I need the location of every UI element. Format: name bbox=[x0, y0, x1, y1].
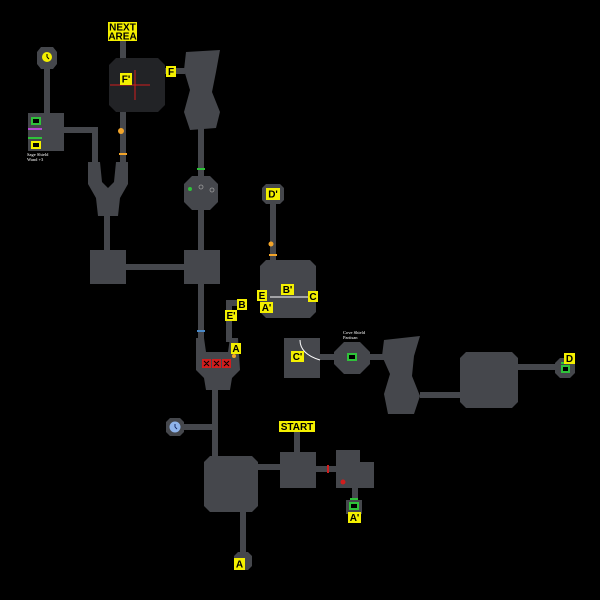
note-sage-shield: Sage Shield bbox=[27, 152, 49, 157]
door-icon bbox=[232, 354, 236, 358]
door-icon bbox=[268, 241, 274, 247]
room-start bbox=[280, 452, 316, 488]
label-a-prime-upper: A' bbox=[262, 303, 272, 314]
note-wand: Wand +3 bbox=[27, 157, 44, 162]
room-east bbox=[460, 352, 518, 408]
door-orange-dprime bbox=[269, 254, 277, 256]
label-a: A bbox=[236, 560, 243, 571]
chest-icon bbox=[349, 502, 359, 510]
red-gate bbox=[327, 465, 329, 473]
switch-icon bbox=[188, 187, 192, 191]
door-green-north bbox=[197, 168, 205, 170]
label-a-prime: A' bbox=[350, 513, 360, 524]
notes: Sage Shield Wand +3 Cove Shield Partisan bbox=[27, 152, 366, 340]
clock-icon bbox=[42, 52, 52, 62]
doors bbox=[28, 128, 567, 500]
room-red bbox=[336, 450, 374, 488]
room-south-west bbox=[204, 456, 258, 512]
note-cove-shield: Cove Shield bbox=[343, 330, 366, 335]
switch-icon bbox=[209, 187, 215, 193]
door-purple bbox=[28, 128, 42, 130]
label-f: F bbox=[168, 67, 174, 78]
label-f-prime: F' bbox=[122, 75, 131, 86]
labels: NEXT AREA F' F D' B' C B E A' E' A C' D … bbox=[108, 22, 575, 571]
label-b: B bbox=[238, 300, 245, 311]
line-c-prime-path bbox=[299, 339, 321, 361]
chest-icon bbox=[347, 353, 357, 361]
label-start: START bbox=[281, 422, 314, 433]
room-octagon-north bbox=[184, 176, 218, 210]
label-c: C bbox=[309, 292, 316, 303]
chest-icon bbox=[31, 141, 41, 149]
icons bbox=[31, 52, 570, 510]
label-area: AREA bbox=[108, 32, 136, 43]
label-d: D bbox=[566, 354, 573, 365]
red-switches bbox=[202, 359, 231, 368]
chest-icon bbox=[561, 365, 570, 373]
cave-east bbox=[382, 336, 420, 414]
red-marker-icon bbox=[340, 479, 346, 485]
cave-f bbox=[184, 50, 220, 130]
room-west-middle bbox=[90, 250, 126, 284]
save-point-icon bbox=[169, 421, 181, 433]
note-partisan: Partisan bbox=[343, 335, 358, 340]
door-icon bbox=[118, 128, 124, 134]
chest-icon bbox=[31, 117, 41, 125]
label-e-prime: E' bbox=[226, 311, 235, 322]
label-c-prime: C' bbox=[293, 352, 303, 363]
rooms bbox=[28, 47, 575, 570]
label-e: E bbox=[259, 291, 266, 302]
label-d-prime: D' bbox=[268, 190, 278, 201]
label-next: NEXT bbox=[109, 23, 136, 34]
label-a-upper: A bbox=[232, 344, 239, 355]
switch-icon bbox=[198, 184, 204, 190]
door-orange-north bbox=[119, 153, 127, 155]
room-fork bbox=[88, 162, 128, 216]
door-blue bbox=[197, 330, 205, 332]
door-green-left bbox=[28, 137, 42, 139]
label-b-prime: B' bbox=[283, 285, 293, 296]
door-green-aprime bbox=[350, 498, 358, 500]
room-central bbox=[184, 250, 220, 284]
